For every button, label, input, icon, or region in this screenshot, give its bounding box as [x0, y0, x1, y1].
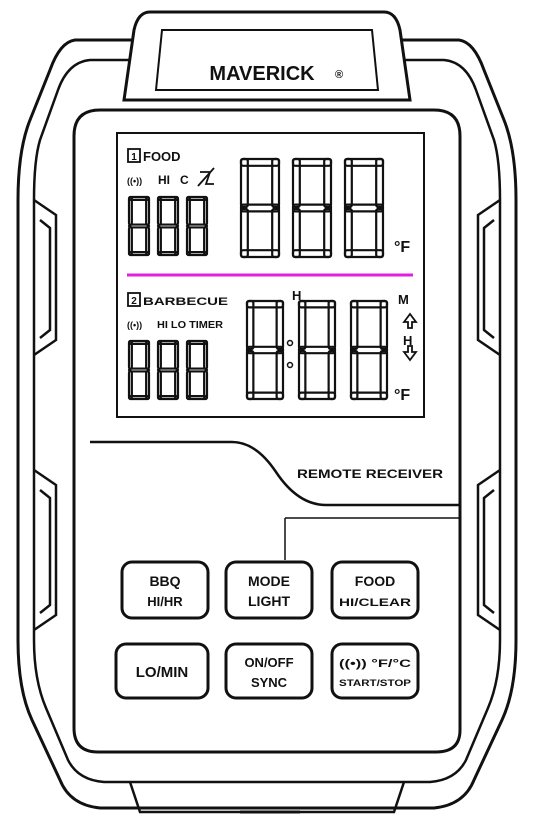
unit-bottom: °F [394, 387, 410, 404]
small-digits-food-segment [185, 223, 209, 229]
large-digits-bbq-segment [297, 345, 337, 355]
food-hi-clear-button[interactable]: FOOD HI/CLEAR [330, 560, 420, 620]
svg-text:ON/OFF: ON/OFF [244, 655, 293, 670]
large-digits-bbq-segment [349, 349, 359, 401]
svg-text:LO/MIN: LO/MIN [136, 664, 189, 681]
large-digits-food-segment [271, 157, 281, 209]
probe1-number-box [127, 148, 141, 163]
small-digits-bbq-digit-1 [156, 339, 180, 401]
panel-contour [90, 440, 460, 507]
large-digits-food-segment [343, 157, 353, 209]
large-digits-bbq-segment [379, 299, 389, 351]
svg-text:SYNC: SYNC [251, 675, 288, 690]
large-digits-bbq-segment [349, 345, 389, 355]
large-digits-bbq-segment [245, 349, 255, 401]
svg-text:BBQ: BBQ [149, 573, 180, 589]
probe1-number: 1 [131, 152, 137, 163]
large-digits-food-segment [323, 157, 333, 209]
large-digits-food [239, 157, 385, 259]
svg-text:LIGHT: LIGHT [248, 593, 290, 609]
bbq-hi-hr-button[interactable]: BBQ HI/HR [120, 560, 210, 620]
large-digits-bbq [245, 299, 389, 401]
large-digits-bbq-segment [349, 299, 359, 351]
svg-text:HI/CLEAR: HI/CLEAR [339, 597, 411, 609]
large-digits-bbq-digit-0 [245, 299, 285, 401]
large-digits-bbq-digit-2 [349, 299, 389, 401]
colon-dot-top [286, 339, 294, 347]
small-digits-food [127, 195, 209, 257]
large-digits-food-digit-2 [343, 157, 385, 259]
large-digits-bbq-digit-1 [297, 299, 337, 401]
small-digits-bbq-segment [156, 367, 180, 373]
right-grip [476, 198, 501, 632]
brand-name: MAVERICK [209, 63, 315, 85]
large-digits-bbq-segment [245, 345, 285, 355]
down-arrow-icon [402, 345, 418, 362]
probe1-alarm-icon: ((•)) [127, 176, 142, 186]
mute-icon [197, 167, 215, 187]
unit-start-stop-button[interactable]: ((•)) °F/°C START/STOP [330, 642, 420, 700]
unit-top: °F [394, 239, 410, 256]
probe1-label: FOOD [143, 149, 181, 164]
large-digits-bbq-segment [245, 299, 255, 351]
trademark-symbol: ® [335, 69, 343, 81]
large-digits-food-segment [343, 207, 353, 259]
probe2-number-box [127, 292, 141, 307]
large-digits-food-segment [343, 203, 385, 213]
large-digits-food-segment [291, 157, 301, 209]
small-digits-bbq-segment [185, 367, 209, 373]
timer-icon: C [180, 173, 189, 187]
inner-casing [32, 58, 502, 784]
small-digits-food-digit-1 [156, 195, 180, 257]
large-digits-food-segment [239, 203, 281, 213]
large-digits-food-digit-1 [291, 157, 333, 259]
large-digits-food-segment [291, 203, 333, 213]
probe2-number: 2 [131, 296, 137, 307]
svg-text:MODE: MODE [248, 573, 290, 589]
large-digits-food-segment [239, 207, 249, 259]
probe2-alarm-icon: ((•)) [127, 320, 142, 330]
colon-dot-bottom [286, 361, 294, 369]
probe1-hi: HI [158, 173, 170, 187]
small-digits-bbq-digit-0 [127, 339, 151, 401]
on-off-sync-button[interactable]: ON/OFF SYNC [224, 642, 314, 700]
hour-marker: H [292, 288, 301, 303]
large-digits-bbq-segment [297, 349, 307, 401]
panel-label: REMOTE RECEIVER [297, 467, 443, 481]
probe2-hi-lo-timer: HI LO TIMER [157, 320, 224, 331]
large-digits-food-segment [291, 207, 301, 259]
svg-text:FOOD: FOOD [355, 573, 395, 589]
left-grip [33, 198, 58, 632]
up-arrow-icon [402, 312, 418, 329]
top-tab [122, 10, 412, 102]
probe2-label: BARBECUE [143, 296, 228, 308]
hour-marker-right: H [403, 333, 412, 348]
lo-min-button[interactable]: LO/MIN [114, 642, 210, 700]
mode-light-button[interactable]: MODE LIGHT [224, 560, 314, 620]
large-digits-food-digit-0 [239, 157, 281, 259]
small-digits-food-digit-0 [127, 195, 151, 257]
small-digits-food-digit-2 [185, 195, 209, 257]
small-digits-bbq-segment [127, 367, 151, 373]
large-digits-bbq-segment [297, 299, 307, 351]
minute-marker: M [398, 292, 409, 307]
svg-text:START/STOP: START/STOP [339, 678, 411, 688]
small-digits-bbq-digit-2 [185, 339, 209, 401]
small-digits-food-segment [127, 223, 151, 229]
large-digits-food-segment [375, 157, 385, 209]
small-digits-bbq [127, 339, 209, 401]
svg-text:HI/HR: HI/HR [147, 594, 183, 609]
small-digits-food-segment [156, 223, 180, 229]
large-digits-bbq-segment [327, 299, 337, 351]
large-digits-bbq-segment [275, 299, 285, 351]
svg-text:((•)) °F/°C: ((•)) °F/°C [339, 658, 411, 670]
large-digits-food-segment [239, 157, 249, 209]
